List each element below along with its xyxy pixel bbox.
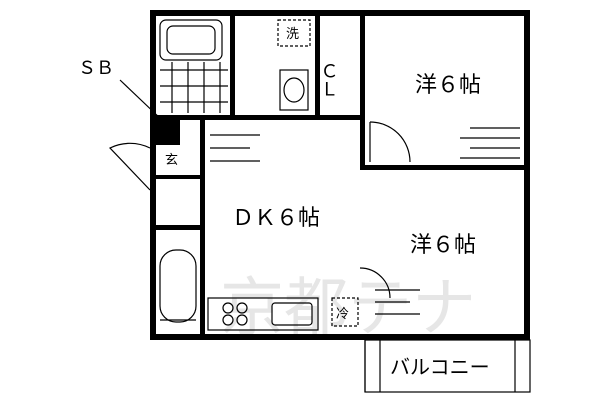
hatch-top [460,127,520,159]
fridge-label: 冷 [336,307,349,322]
shoe-box-label: ＳＢ [78,58,114,79]
wash-basin [279,69,309,111]
bathtub [159,19,223,61]
room-western-bottom: 洋６帖 [410,233,476,258]
watermark-text: 京都テナ [220,272,476,346]
fridge-space [331,297,359,327]
hatch-bottom [375,289,420,315]
entrance-label: 玄 [165,153,178,168]
room-western-top: 洋６帖 [415,73,481,98]
room-dk: ＤＫ６帖 [232,206,320,231]
washer-label: 洗 [286,27,299,42]
balcony-label: バルコニー [390,355,490,379]
hatch-dk [210,134,260,162]
inner-walls [150,10,530,340]
washer-space [277,19,311,47]
bath-tile-floor [160,62,228,113]
closet-label: ＣＬ [318,62,339,98]
toilet [159,249,197,323]
kitchen-counter [207,297,319,331]
